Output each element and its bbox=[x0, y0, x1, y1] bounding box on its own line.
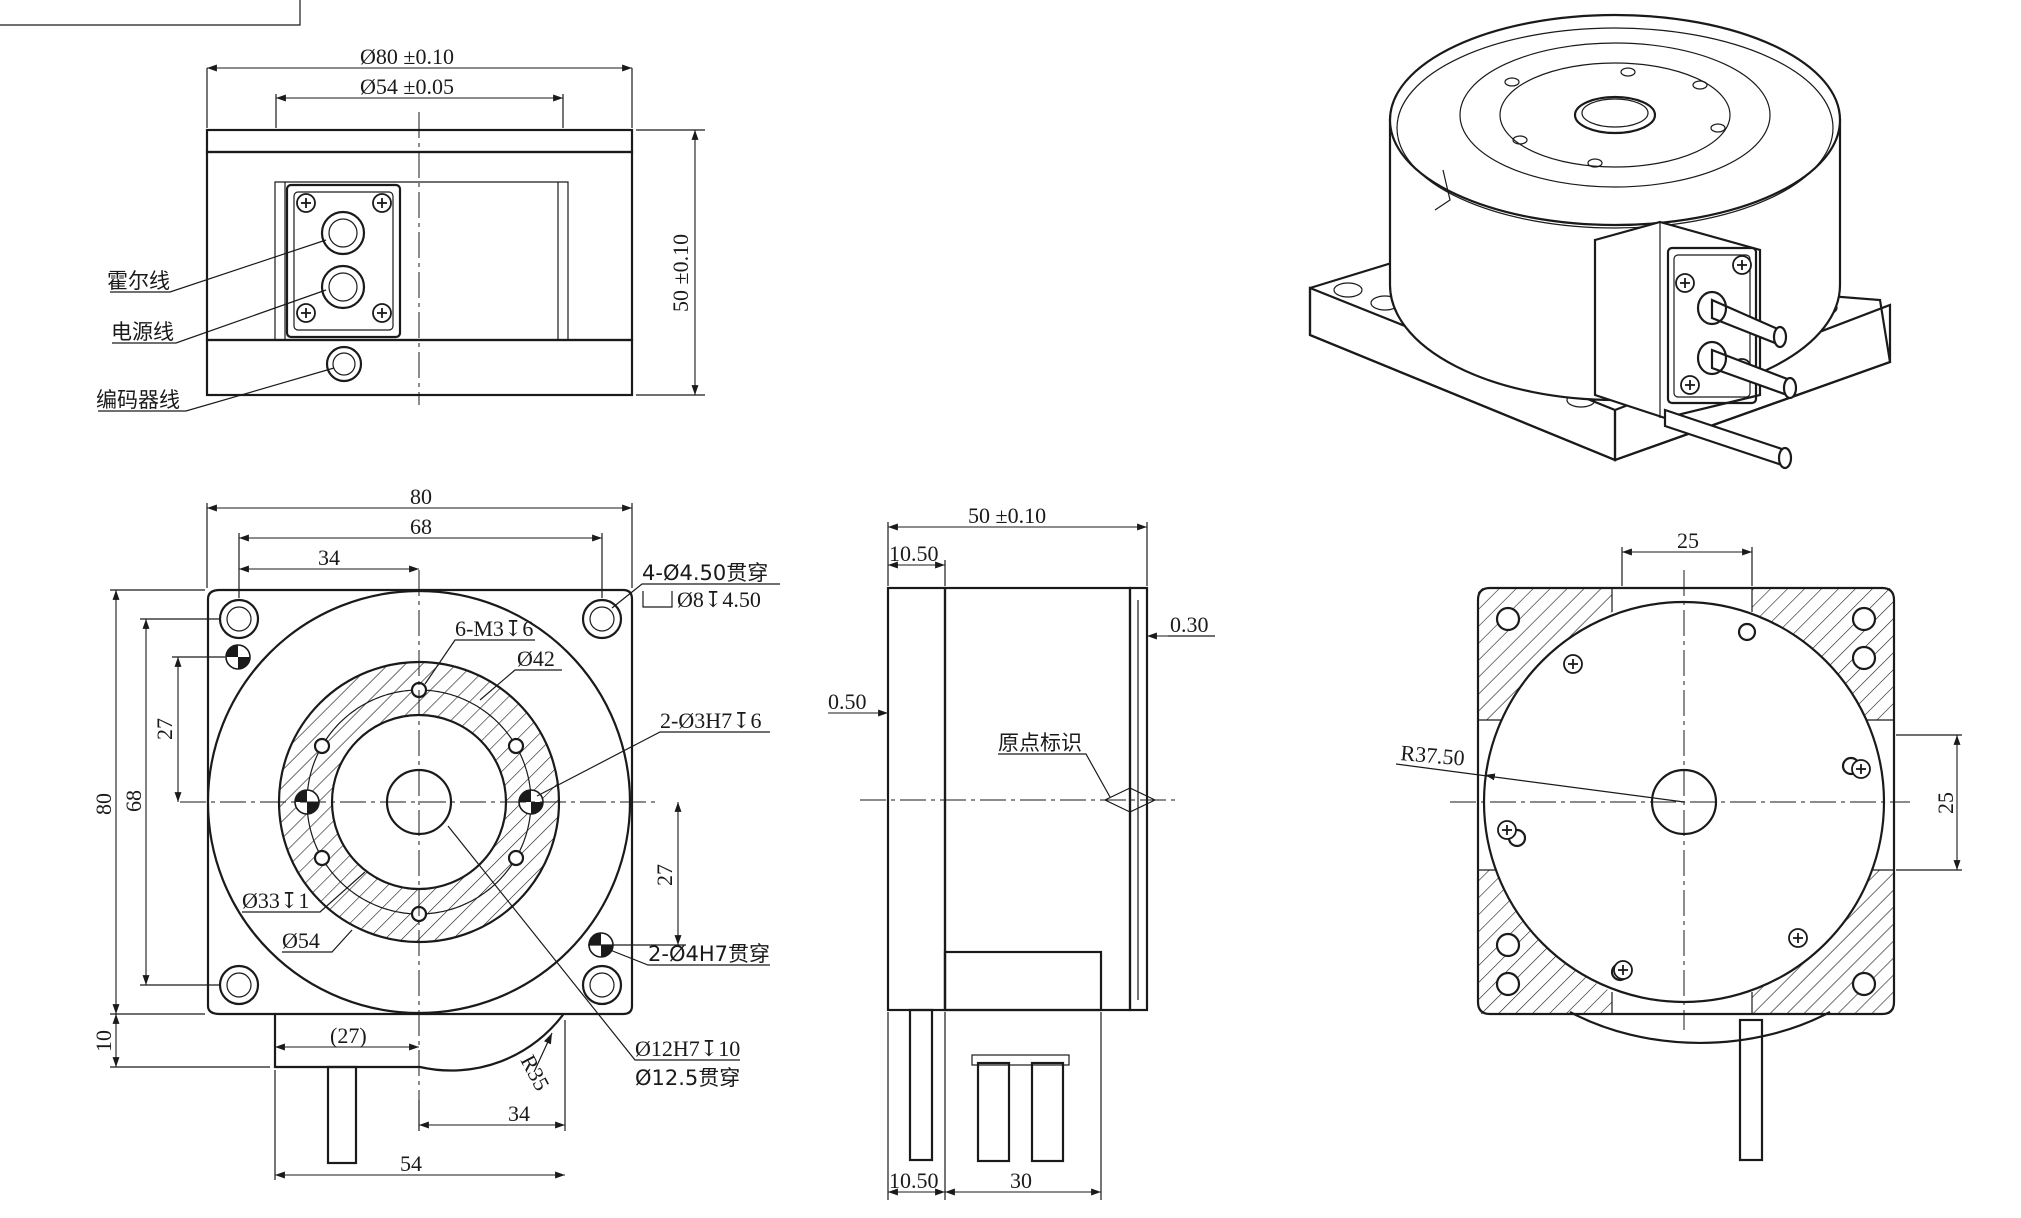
dim-dia80: Ø80 ±0.10 bbox=[360, 44, 454, 69]
dim-27-paren: (27) bbox=[330, 1023, 367, 1048]
dim-27-left: 27 bbox=[152, 718, 177, 740]
note-pin4: 2-Ø4H7贯穿 bbox=[648, 942, 770, 966]
note-6-m3: 6-M3↧6 bbox=[455, 616, 533, 641]
label-origin-mark: 原点标识 bbox=[998, 731, 1082, 755]
note-counterbore: Ø8↧4.50 bbox=[677, 587, 761, 612]
note-mount-holes: 4-Ø4.50贯穿 bbox=[642, 561, 768, 585]
dim-dia54: Ø54 ±0.05 bbox=[360, 74, 454, 99]
dim-width-68: 68 bbox=[410, 514, 432, 539]
dim-34-top: 34 bbox=[318, 545, 340, 570]
dim-030: 0.30 bbox=[1170, 612, 1209, 637]
dim-54: 54 bbox=[400, 1151, 422, 1176]
dim-side-width-50: 50 ±0.10 bbox=[968, 503, 1046, 528]
note-dia42: Ø42 bbox=[517, 646, 555, 671]
dim-bottom-25-top: 25 bbox=[1677, 528, 1699, 553]
dim-width-80: 80 bbox=[410, 484, 432, 509]
bottom-view: 25 25 R37.50 bbox=[1395, 528, 1962, 1162]
dim-10: 10 bbox=[91, 1030, 116, 1052]
note-dia33: Ø33↧1 bbox=[242, 888, 309, 913]
dim-r35: R35 bbox=[516, 1051, 555, 1095]
front-view: Ø80 ±0.10 Ø54 ±0.05 50 ±0.10 霍尔线 电源线 编码器… bbox=[96, 44, 705, 412]
dim-34-bottom: 34 bbox=[508, 1101, 530, 1126]
label-power-wire: 电源线 bbox=[111, 320, 174, 344]
dim-height-68: 68 bbox=[121, 790, 146, 812]
dim-height-50: 50 ±0.10 bbox=[668, 234, 693, 312]
dim-27-right: 27 bbox=[652, 864, 677, 886]
title-block-corner bbox=[0, 0, 301, 26]
isometric-view bbox=[1308, 13, 1892, 470]
note-dia54: Ø54 bbox=[282, 928, 320, 953]
note-bore125: Ø12.5贯穿 bbox=[635, 1066, 740, 1090]
label-encoder-wire: 编码器线 bbox=[96, 388, 180, 412]
side-view: 50 ±0.10 10.50 0.30 0.50 原点标识 10.50 30 bbox=[828, 503, 1215, 1200]
dim-height-80: 80 bbox=[91, 793, 116, 815]
dim-1050-bottom: 10.50 bbox=[889, 1168, 939, 1193]
dim-050: 0.50 bbox=[828, 689, 867, 714]
note-pin3: 2-Ø3H7↧6 bbox=[660, 708, 762, 733]
top-view: 80 68 34 80 68 27 27 10 (27) 34 54 4 bbox=[91, 484, 780, 1180]
dim-bottom-25-right: 25 bbox=[1933, 792, 1958, 814]
note-bore12: Ø12H7↧10 bbox=[635, 1036, 740, 1061]
label-hall-wire: 霍尔线 bbox=[107, 269, 170, 293]
iso-top-holes bbox=[1504, 67, 1726, 168]
dim-r3750: R37.50 bbox=[1400, 740, 1466, 770]
iso-cables bbox=[1663, 290, 1798, 470]
dim-30: 30 bbox=[1010, 1168, 1032, 1193]
dim-1050-top: 10.50 bbox=[889, 541, 939, 566]
